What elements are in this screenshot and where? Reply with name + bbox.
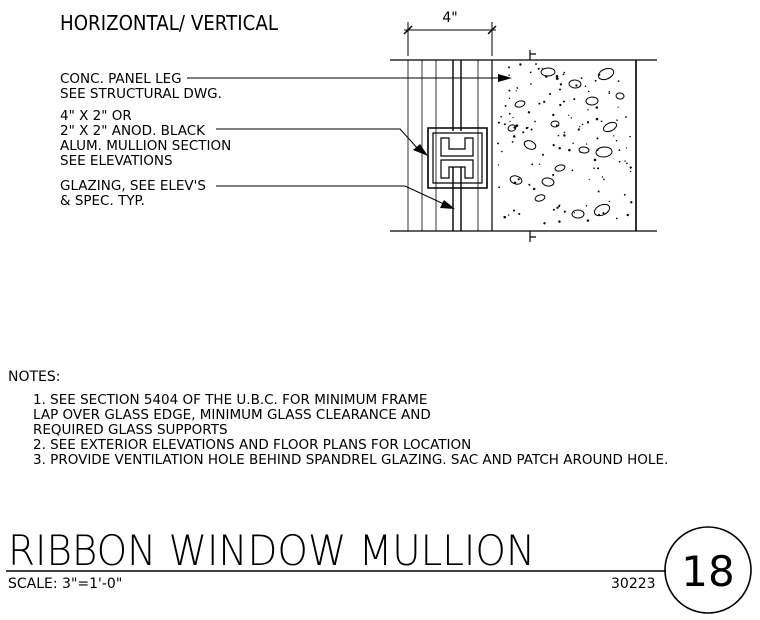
concrete-aggregate	[497, 63, 633, 225]
notes-heading: NOTES:	[8, 369, 61, 385]
callout-concrete-panel: CONC. PANEL LEG SEE STRUCTURAL DWG.	[60, 71, 222, 102]
callout-mullion: 4" X 2" OR 2" X 2" ANOD. BLACK ALUM. MUL…	[60, 108, 236, 169]
detail-number-circle	[664, 526, 752, 614]
mullion-profile	[427, 127, 488, 189]
drawing-title: RIBBON WINDOW MULLION	[8, 526, 535, 575]
concrete-panel	[497, 50, 637, 242]
scale-label: SCALE: 3"=1'-0"	[8, 576, 122, 592]
dimension-label: 4"	[442, 10, 457, 26]
callout-glazing: GLAZING, SEE ELEV'S & SPEC. TYP.	[60, 178, 210, 209]
glazing-section	[390, 59, 657, 232]
dimension-line: 4"	[403, 10, 497, 56]
leader-lines	[187, 74, 512, 209]
view-label: HORIZONTAL/ VERTICAL	[60, 11, 279, 35]
drawing-code: 30223	[611, 576, 656, 592]
detail-number: 18	[681, 547, 734, 596]
notes-list: 1. SEE SECTION 5404 OF THE U.B.C. FOR MI…	[33, 392, 668, 468]
